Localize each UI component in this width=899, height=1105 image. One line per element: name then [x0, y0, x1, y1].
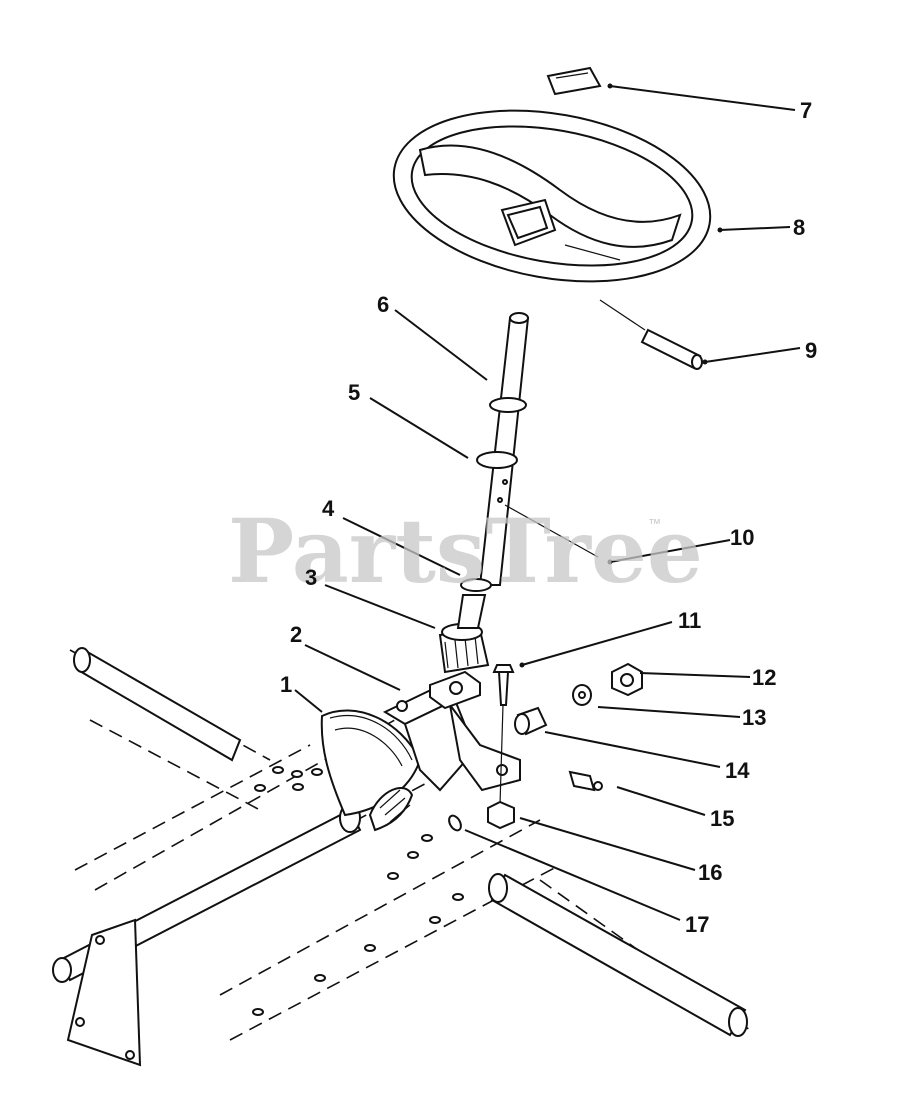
pivot-bracket	[382, 686, 521, 792]
frame-holes	[252, 766, 464, 1016]
left-axle-tube	[73, 647, 242, 762]
callout-15: 15	[710, 806, 734, 831]
callout-2: 2	[290, 622, 302, 647]
pinion-gear	[438, 623, 490, 674]
callout-16: 16	[698, 860, 722, 885]
callout-17: 17	[685, 912, 709, 937]
callout-11: 11	[678, 608, 701, 633]
watermark-text: PartsTree	[228, 499, 703, 603]
pivot-block	[429, 670, 481, 710]
grease-fitting	[568, 770, 603, 792]
mount-bracket	[66, 918, 142, 1067]
watermark-trademark: ™	[648, 516, 661, 531]
washer	[572, 684, 592, 706]
callout-1: 1	[280, 672, 292, 697]
leader-lines	[294, 83, 801, 921]
callout-labels: 1 2 3 4 5 6 7 8 9 10 11 12 13 14 15 16 1…	[280, 98, 817, 937]
callout-7: 7	[800, 98, 812, 123]
callout-10: 10	[730, 525, 754, 550]
callout-3: 3	[305, 565, 317, 590]
bolt	[492, 664, 515, 806]
right-axle-tube	[488, 873, 748, 1037]
spacer-bushing	[514, 706, 548, 736]
hex-nut-upper	[611, 662, 643, 697]
callout-14: 14	[725, 758, 750, 783]
steering-cap	[546, 66, 602, 96]
callout-5: 5	[348, 380, 360, 405]
callout-9: 9	[805, 338, 817, 363]
callout-8: 8	[793, 215, 805, 240]
steering-wheel	[392, 109, 712, 283]
callout-12: 12	[752, 665, 776, 690]
callout-4: 4	[322, 496, 335, 521]
roll-pin	[599, 299, 703, 370]
lock-nut-lower	[487, 800, 515, 830]
sector-gear	[320, 709, 422, 832]
steering-shaft	[456, 312, 530, 629]
callout-13: 13	[742, 705, 766, 730]
callout-6: 6	[377, 292, 389, 317]
cotter-pin	[448, 814, 462, 832]
